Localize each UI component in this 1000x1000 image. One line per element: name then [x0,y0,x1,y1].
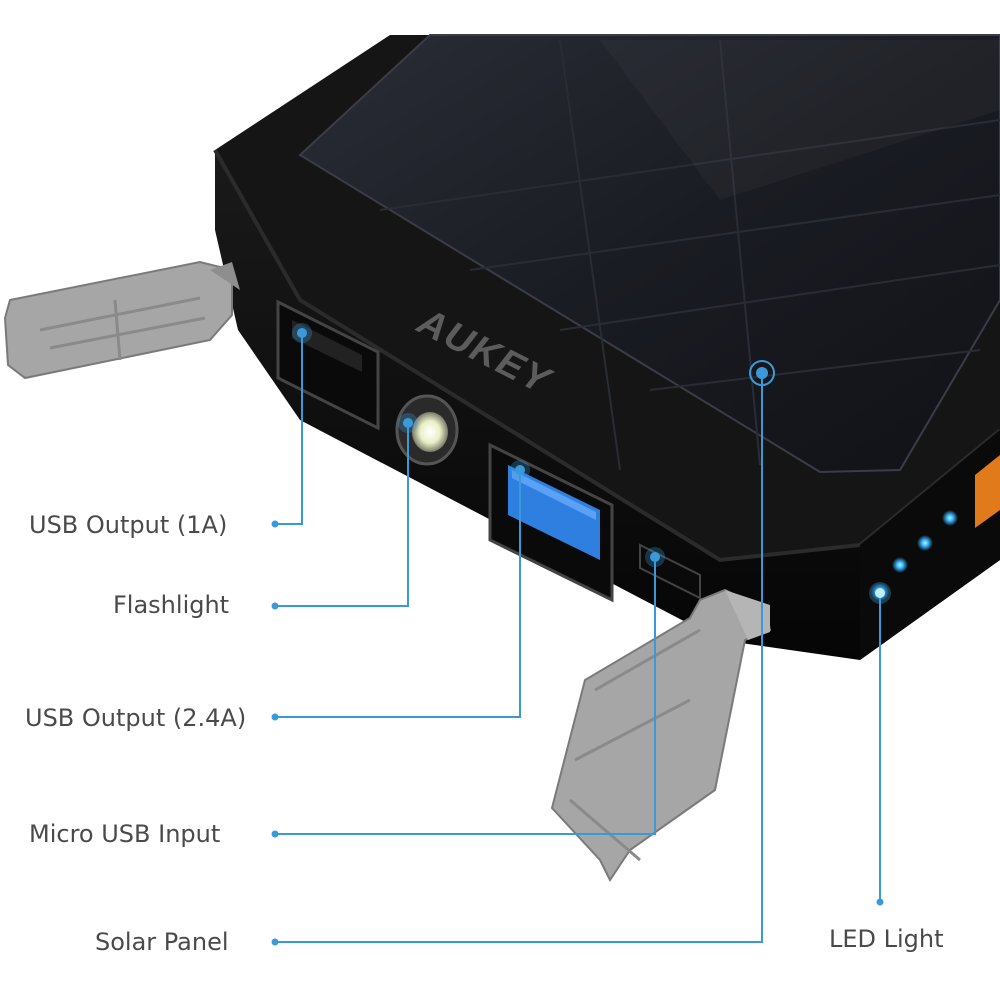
callout-targets [292,323,891,604]
label-micro-usb-input: Micro USB Input [29,820,221,848]
label-solar-panel: Solar Panel [95,928,229,956]
led-indicators [871,510,958,601]
label-flashlight: Flashlight [113,591,230,619]
callout-lines [275,333,881,943]
callout-micro-usb-input [275,557,656,835]
callout-solar-panel [275,373,763,943]
callout-flashlight [275,423,409,607]
label-usb-output-1a: USB Output (1A) [29,511,228,539]
target-usb-output-2-4a [510,460,530,480]
solar-panel-surface [298,34,1000,474]
orange-button [975,455,1000,528]
target-solar-panel [749,360,775,386]
solar-cell-grid [379,39,1000,471]
target-flashlight [398,413,418,433]
target-usb-output-1a [292,323,312,343]
flashlight-lens [395,394,459,466]
solar-panel [298,34,1000,474]
label-usb-output-2-4a: USB Output (2.4A) [25,704,247,732]
callout-usb-output-2-4a [275,470,521,718]
target-led-light [869,582,891,604]
rubber-cap-left [3,260,240,380]
rubber-cap-right [550,588,772,882]
callout-endpoints [271,520,884,946]
target-micro-usb-input [645,547,665,567]
label-led-light: LED Light [829,925,944,953]
callout-usb-output-1a [275,333,303,525]
